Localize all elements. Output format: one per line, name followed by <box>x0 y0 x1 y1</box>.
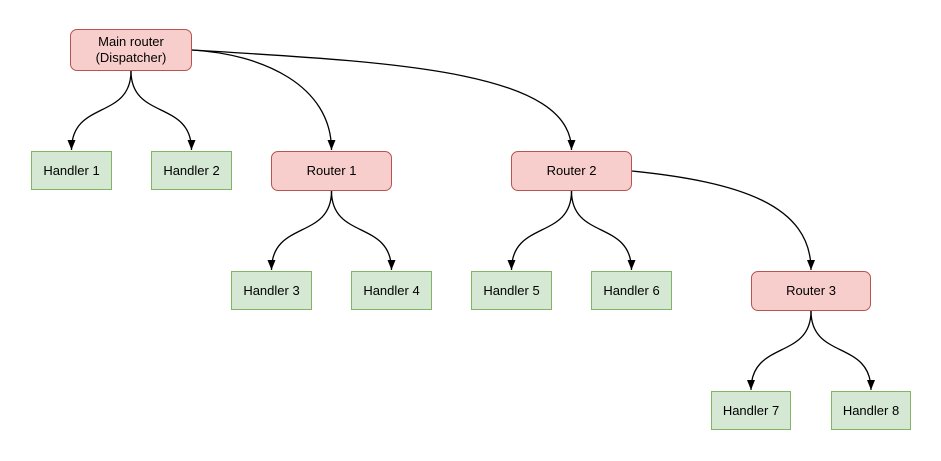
node-main-router-label: Main router (Dispatcher) <box>95 34 167 65</box>
node-handler-8-label: Handler 8 <box>842 402 900 418</box>
edge-router-2-to-handler-6 <box>570 190 636 271</box>
edge-router-2-to-router-3 <box>631 170 815 271</box>
edge-router-3-to-handler-8 <box>810 310 875 391</box>
node-handler-7-label: Handler 7 <box>722 402 780 418</box>
node-router-1-label: Router 1 <box>306 163 357 178</box>
node-handler-5-label: Handler 5 <box>483 282 540 298</box>
edge-main-router-to-handler-1 <box>67 70 132 151</box>
node-handler-7: Handler 7 <box>711 391 791 430</box>
edge-router-2-to-handler-5 <box>507 190 573 271</box>
node-handler-1: Handler 1 <box>31 151 112 190</box>
edge-router-3-to-handler-7 <box>747 310 812 391</box>
node-handler-1-label: Handler 1 <box>43 162 100 178</box>
edge-main-router-to-handler-2 <box>130 70 196 151</box>
edge-main-router-to-router-1 <box>191 49 336 151</box>
node-handler-3: Handler 3 <box>231 271 312 310</box>
node-handler-2: Handler 2 <box>151 151 232 190</box>
node-router-2-label: Router 2 <box>546 163 597 178</box>
node-handler-3-label: Handler 3 <box>243 282 300 298</box>
node-handler-5: Handler 5 <box>471 271 552 310</box>
node-main-router: Main router (Dispatcher) <box>70 29 192 71</box>
node-router-1: Router 1 <box>271 151 392 191</box>
node-handler-2-label: Handler 2 <box>163 162 220 178</box>
node-handler-4-label: Handler 4 <box>363 282 420 298</box>
edge-main-router-to-router-2 <box>191 49 576 151</box>
node-router-2: Router 2 <box>511 151 632 191</box>
node-handler-6: Handler 6 <box>591 271 672 310</box>
node-router-3: Router 3 <box>751 271 871 311</box>
edge-router-1-to-handler-3 <box>267 190 333 271</box>
edge-router-1-to-handler-4 <box>330 190 396 271</box>
node-handler-8: Handler 8 <box>831 391 911 430</box>
node-router-3-label: Router 3 <box>786 283 836 298</box>
node-handler-6-label: Handler 6 <box>603 282 660 298</box>
node-handler-4: Handler 4 <box>351 271 432 310</box>
